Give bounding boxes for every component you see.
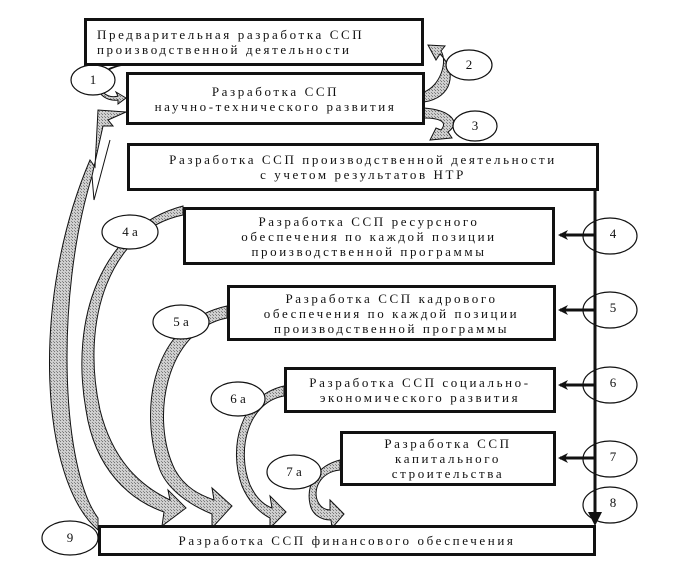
box-text-line: экономического развития — [319, 390, 521, 405]
box-text-line: капитального — [395, 451, 501, 466]
box-text-line: с учетом результатов НТР — [260, 167, 466, 182]
step-oval-4a — [101, 214, 159, 250]
arrow-6a — [235, 385, 287, 530]
box-financial-supply: Разработка ССП финансового обеспечения — [98, 525, 596, 556]
step-oval-5a — [152, 304, 210, 340]
box-resource-supply: Разработка ССП ресурсного обеспечения по… — [183, 207, 555, 265]
box-text-line: Разработка ССП кадрового — [285, 290, 498, 306]
step-oval-7 — [582, 440, 638, 478]
box-text-line: Разработка ССП — [211, 83, 340, 99]
box-text-line: обеспечения по каждой позиции — [241, 228, 497, 244]
step-oval-5 — [582, 291, 638, 329]
box-text-line: Предварительная разработка ССП — [97, 27, 365, 42]
step-label-3: 3 — [471, 118, 479, 133]
step-oval-6 — [582, 366, 638, 404]
box-text-line: производственной деятельности — [97, 42, 352, 57]
box-text-line: Разработка ССП ресурсного — [258, 213, 480, 229]
box-text-line: строительства — [391, 466, 505, 481]
arrow-2 — [423, 44, 451, 103]
step-label-8: 8 — [609, 495, 617, 510]
step-label-7: 7 — [609, 449, 617, 464]
step-oval-3 — [452, 110, 498, 142]
step-label-9: 9 — [66, 530, 74, 545]
box-text-line: Разработка ССП — [384, 436, 512, 451]
box-text-line: Разработка ССП социально- — [309, 375, 531, 390]
step-label-7a: 7 а — [286, 464, 302, 479]
step-label-5a: 5 а — [173, 314, 189, 329]
step-label-2: 2 — [465, 57, 473, 72]
arrow-8-head — [588, 512, 602, 526]
arrow-5a — [150, 305, 233, 530]
box-preliminary-development: Предварительная разработка ССП производс… — [84, 18, 424, 66]
box-text-line: обеспечения по каждой позиции — [263, 305, 520, 321]
step-label-6a: 6 а — [230, 391, 246, 406]
step-label-4: 4 — [609, 226, 617, 241]
step-oval-8 — [582, 486, 638, 524]
step-oval-2 — [445, 49, 493, 81]
box-scientific-technical: Разработка ССП научно-технического разви… — [126, 72, 425, 125]
box-text-line: Разработка ССП финансового обеспечения — [178, 533, 516, 548]
box-text-line: производственной программы — [251, 243, 487, 259]
arrow-4a — [81, 205, 187, 528]
box-capital-construction: Разработка ССП капитального строительств… — [340, 431, 556, 486]
step-oval-6a — [210, 381, 266, 417]
box-socio-economic: Разработка ССП социально- экономического… — [284, 367, 556, 413]
step-label-5: 5 — [609, 300, 617, 315]
box-text-line: производственной программы — [273, 320, 510, 336]
step-oval-7a — [266, 454, 322, 490]
arrow-3 — [423, 107, 455, 141]
box-production-with-ntr: Разработка ССП производственной деятельн… — [127, 143, 599, 191]
step-label-1: 1 — [89, 72, 97, 87]
step-label-6: 6 — [609, 375, 617, 390]
step-oval-4 — [582, 217, 638, 255]
step-label-4a: 4 а — [122, 224, 138, 239]
box-personnel-supply: Разработка ССП кадрового обеспечения по … — [227, 285, 556, 341]
box-text-line: научно-технического развития — [154, 98, 397, 114]
box-text-line: Разработка ССП производственной деятельн… — [169, 152, 557, 167]
